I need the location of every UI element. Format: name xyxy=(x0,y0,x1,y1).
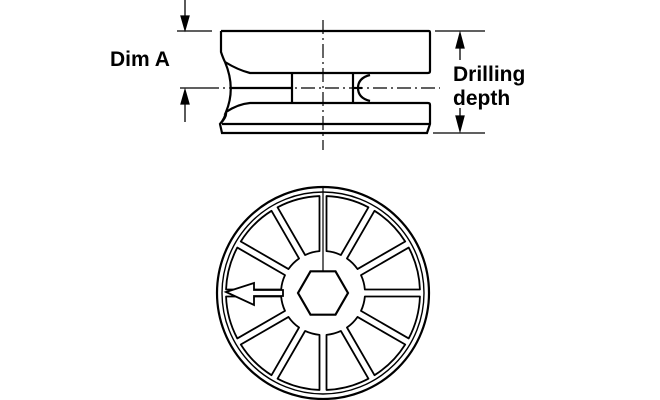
wheel-cell xyxy=(276,330,321,391)
wheel-cell xyxy=(360,295,421,340)
wheel-cell xyxy=(225,295,286,340)
wheel-cell xyxy=(239,209,300,270)
wheel-cell xyxy=(239,316,300,377)
wheel-cell xyxy=(325,195,370,256)
wheel-cell xyxy=(325,330,370,391)
drilling-depth-label-line2: depth xyxy=(453,87,511,110)
dim-a-dimension xyxy=(177,0,212,122)
drilling-depth-label-line1: Drilling xyxy=(453,63,526,86)
dim-a-label: Dim A xyxy=(110,48,170,71)
side-view-outline xyxy=(218,29,432,135)
drilling-depth-dimension xyxy=(433,30,485,134)
direction-arrow-icon xyxy=(223,281,284,307)
wheel-cell xyxy=(276,195,321,256)
wheel-cell xyxy=(360,246,421,291)
top-view xyxy=(215,185,431,400)
side-view xyxy=(205,20,440,150)
center-lines xyxy=(205,20,440,150)
wheel-cell xyxy=(225,246,286,291)
wheel-cell xyxy=(346,209,407,270)
wheel-cell xyxy=(346,316,407,377)
hex-socket xyxy=(296,270,350,316)
